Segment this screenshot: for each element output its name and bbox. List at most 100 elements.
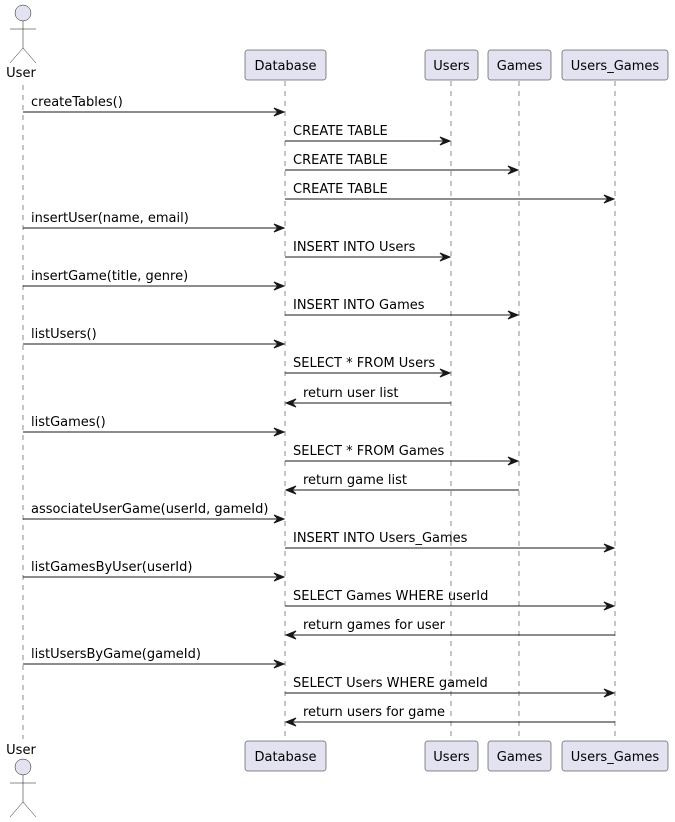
message-label: listGames() [31,415,106,430]
arrowhead-icon [439,252,452,262]
arrowhead-icon [507,456,520,466]
message-arrow: listUsers() [23,327,286,349]
arrowhead-icon [273,339,286,349]
participant-label: Users [433,750,470,765]
message-label: CREATE TABLE [293,182,388,197]
arrowhead-icon [273,659,286,669]
message-arrow: INSERT INTO Users [285,240,452,262]
message-arrow: INSERT INTO Games [285,298,520,320]
participant-box [424,49,479,81]
actor-leg-icon [9,801,24,818]
participant-box [487,740,552,772]
message-arrow: return games for user [284,618,615,640]
arrowhead-icon [439,368,452,378]
message-arrow: CREATE TABLE [285,182,616,204]
message-arrow: CREATE TABLE [285,153,520,175]
message-arrow: createTables() [23,95,286,117]
message-arrow: listGames() [23,415,286,437]
message-label: insertGame(title, genre) [31,269,188,284]
participant-label: Database [254,59,316,74]
actor-user-top: User [6,4,37,81]
message-label: CREATE TABLE [293,124,388,139]
participant-label: Users_Games [571,59,660,74]
participant-database-bottom: Database [244,740,327,772]
message-arrow: CREATE TABLE [285,124,452,146]
message-label: listUsersByGame(gameId) [31,647,201,662]
arrowhead-icon [273,281,286,291]
participant-users_games-top: Users_Games [561,49,669,81]
message-arrow: INSERT INTO Users_Games [285,531,616,553]
arrowhead-icon [603,543,616,553]
arrowhead-icon [273,223,286,233]
message-label: return game list [303,473,407,488]
message-arrow: associateUserGame(userId, gameId) [23,502,286,524]
message-label: INSERT INTO Users_Games [293,531,468,546]
participant-label: Games [497,750,543,765]
participant-box [244,49,327,81]
participant-label: Users_Games [571,750,660,765]
arrowhead-icon [507,165,520,175]
actor-head-icon [14,4,32,22]
actor-label: User [6,743,36,758]
message-label: listGamesByUser(userId) [31,560,192,575]
message-label: return games for user [303,618,446,633]
actor-head-icon [14,758,32,776]
participant-users_games-bottom: Users_Games [561,740,669,772]
participant-label: Database [254,750,316,765]
participant-games-top: Games [487,49,552,81]
participant-users-bottom: Users [424,740,479,772]
arrowhead-icon [284,485,297,495]
message-label: insertUser(name, email) [31,211,189,226]
message-label: listUsers() [31,327,97,342]
participant-label: Games [497,59,543,74]
message-label: SELECT Games WHERE userId [293,589,488,604]
participant-box [244,740,327,772]
message-label: SELECT * FROM Users [293,356,435,371]
message-arrow: return users for game [284,705,615,727]
arrowhead-icon [273,427,286,437]
arrowhead-icon [603,601,616,611]
arrowhead-icon [603,688,616,698]
participant-box [424,740,479,772]
message-label: SELECT * FROM Games [293,444,444,459]
participant-box [561,49,669,81]
message-arrow: listUsersByGame(gameId) [23,647,286,669]
message-label: associateUserGame(userId, gameId) [31,502,268,517]
message-label: SELECT Users WHERE gameId [293,676,488,691]
message-arrow: return game list [284,473,519,495]
arrowhead-icon [284,717,297,727]
participant-box [561,740,669,772]
message-label: INSERT INTO Users [293,240,416,255]
actor-leg-icon [22,801,37,818]
message-label: createTables() [31,95,123,110]
participant-database-top: Database [244,49,327,81]
message-label: INSERT INTO Games [293,298,425,313]
message-label: CREATE TABLE [293,153,388,168]
arrowhead-icon [439,136,452,146]
participant-users-top: Users [424,49,479,81]
arrowhead-icon [273,107,286,117]
participant-games-bottom: Games [487,740,552,772]
arrowhead-icon [507,310,520,320]
message-arrow: insertGame(title, genre) [23,269,286,291]
actor-leg-icon [22,47,37,64]
message-label: return user list [303,386,398,401]
message-arrow: return user list [284,386,451,408]
arrowhead-icon [284,398,297,408]
arrowhead-icon [273,514,286,524]
actor-label: User [6,66,36,81]
actor-leg-icon [9,47,24,64]
actor-user-bottom: User [6,743,37,818]
participant-box [487,49,552,81]
message-arrow: insertUser(name, email) [23,211,286,233]
message-label: return users for game [303,705,445,720]
message-arrow: SELECT * FROM Games [285,444,520,466]
message-arrow: SELECT * FROM Users [285,356,452,378]
message-arrow: listGamesByUser(userId) [23,560,286,582]
message-arrow: SELECT Games WHERE userId [285,589,616,611]
arrowhead-icon [273,572,286,582]
arrowhead-icon [603,194,616,204]
participant-label: Users [433,59,470,74]
arrowhead-icon [284,630,297,640]
